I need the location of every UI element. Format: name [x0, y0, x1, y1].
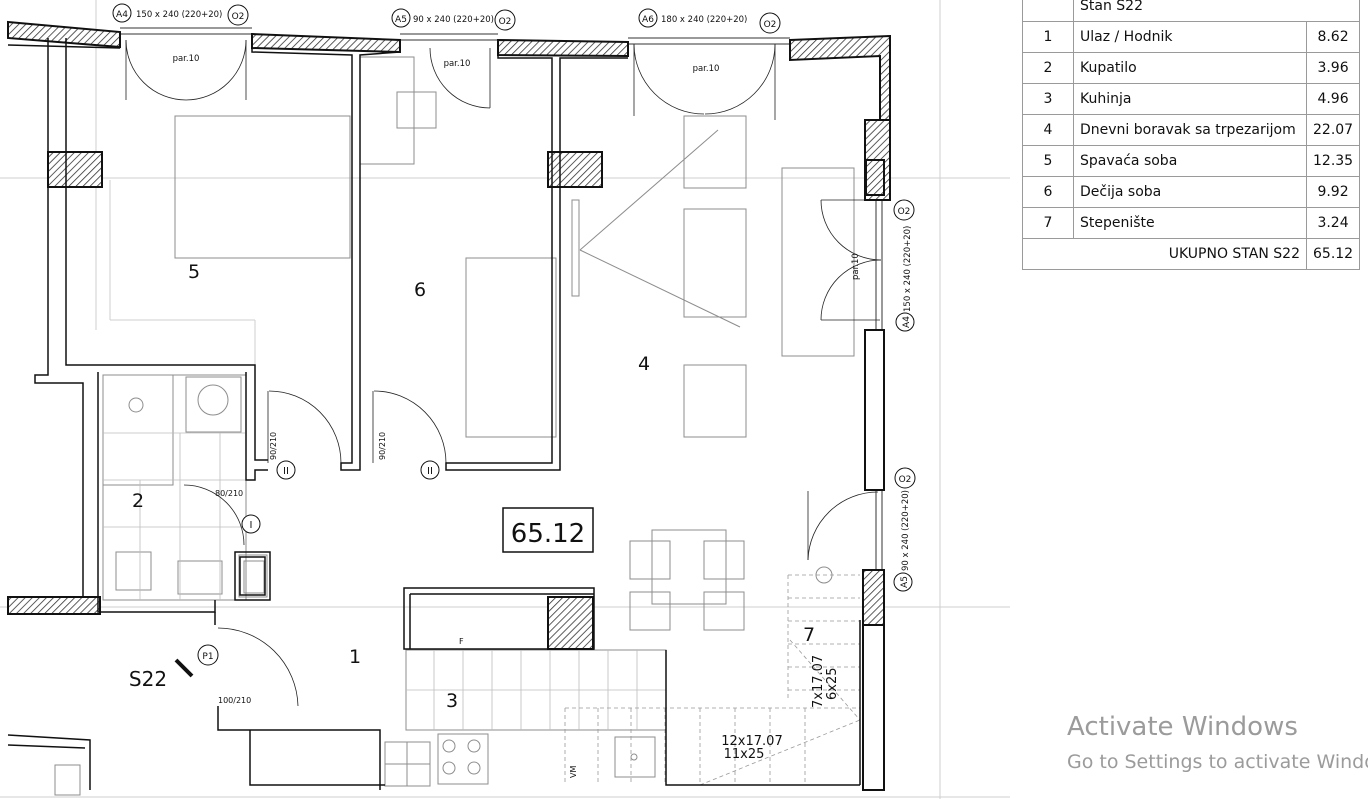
- door-size-bath: 80/210: [215, 489, 243, 498]
- table-row: 7 Stepenište 3.24: [1022, 207, 1361, 239]
- table-header: Stan S22: [1072, 0, 1361, 22]
- table-total-label: UKUPNO STAN S22: [1022, 238, 1307, 270]
- table-row: 2 Kupatilo 3.96: [1022, 52, 1361, 84]
- fridge-label: F: [459, 637, 464, 646]
- window-type-a5-top: O2: [499, 17, 512, 27]
- stair-flight1-label: 7x17.07: [811, 655, 826, 708]
- window-size-a5-right: 90 x 240 (220+20): [901, 490, 911, 571]
- parapet-a4-top: par.10: [173, 54, 200, 64]
- window-mark-a6-top: A6: [642, 15, 654, 25]
- window-mark-a4-right: A4: [902, 316, 912, 328]
- bed-room6: [465, 257, 557, 438]
- window-type-a6-top: O2: [764, 20, 777, 30]
- sink: [614, 736, 656, 778]
- window-size-a4-right: 150 x 240 (220+20): [903, 226, 913, 312]
- stairs: [564, 574, 861, 786]
- stair-flight1-tread: 6x25: [825, 667, 840, 700]
- table-row: 6 Dečija soba 9.92: [1022, 176, 1361, 208]
- window-mark-a4-top: A4: [116, 10, 128, 20]
- door-type-room6: II: [427, 466, 433, 477]
- door-size-entry: 100/210: [218, 696, 251, 705]
- door-type-room5: II: [283, 466, 289, 477]
- stair-flight2-label: 12x17.07: [721, 734, 782, 749]
- stair-flight2-tread: 11x25: [724, 747, 765, 762]
- door-type-bath: I: [250, 520, 253, 531]
- desk: [396, 91, 437, 129]
- total-area-box: [502, 507, 594, 553]
- room-number-5: 5: [188, 261, 200, 283]
- window-size-a5-top: 90 x 240 (220+20): [413, 15, 494, 25]
- table-total-area: 65.12: [1305, 238, 1361, 270]
- table-total-row: UKUPNO STAN S22 65.12: [1022, 238, 1361, 270]
- table-row: 4 Dnevni boravak sa trpezarijom 22.07: [1022, 114, 1361, 146]
- window-size-a4-top: 150 x 240 (220+20): [136, 10, 222, 20]
- room-number-3: 3: [446, 690, 458, 712]
- window-mark-a5-top: A5: [395, 15, 407, 25]
- window-type-a4-top: O2: [232, 12, 245, 22]
- door-size-room6: 90/210: [378, 432, 387, 460]
- table-row: 1 Ulaz / Hodnik 8.62: [1022, 21, 1361, 53]
- window-type-a4-right: O2: [898, 207, 911, 217]
- floor-plan: 5 6 4 2 1 3 7 S22 65.12 A4 150 x 240 (22…: [0, 0, 1010, 799]
- stove: [437, 733, 489, 785]
- room-number-7: 7: [803, 624, 815, 646]
- washer-label: VM: [569, 766, 578, 778]
- activation-watermark-subtitle: Go to Settings to activate Windows.: [1067, 751, 1368, 773]
- room-number-2: 2: [132, 490, 144, 512]
- room-area-table: Stan S22 1 Ulaz / Hodnik 8.62 2 Kupatilo…: [1022, 0, 1361, 270]
- total-area-label: 65.12: [511, 519, 585, 549]
- room-number-4: 4: [638, 353, 650, 375]
- sofa: [781, 167, 855, 357]
- table-row: 5 Spavaća soba 12.35: [1022, 145, 1361, 177]
- table-row: 3 Kuhinja 4.96: [1022, 83, 1361, 115]
- room-numbers: 5 6 4 2 1 3 7: [132, 261, 815, 712]
- room-number-6: 6: [414, 279, 426, 301]
- door-type-entry: P1: [202, 652, 213, 662]
- parapet-a4-right: par.10: [851, 253, 861, 280]
- parapet-a6-top: par.10: [693, 64, 720, 74]
- window-mark-a5-right: A5: [900, 576, 910, 588]
- window-type-a5-right: O2: [899, 475, 912, 485]
- door-size-room5: 90/210: [269, 432, 278, 460]
- table-header-row: Stan S22: [1022, 0, 1361, 22]
- apartment-label: S22: [129, 667, 167, 691]
- dining-table: [651, 529, 727, 605]
- furniture-layer: [54, 56, 855, 796]
- window-size-a6-top: 180 x 240 (220+20): [661, 15, 747, 25]
- door-swings: [125, 39, 882, 707]
- parapet-a5-top: par.10: [444, 59, 471, 69]
- activation-watermark-title: Activate Windows: [1067, 712, 1298, 742]
- room-number-1: 1: [349, 646, 361, 668]
- bed-room5: [174, 115, 351, 259]
